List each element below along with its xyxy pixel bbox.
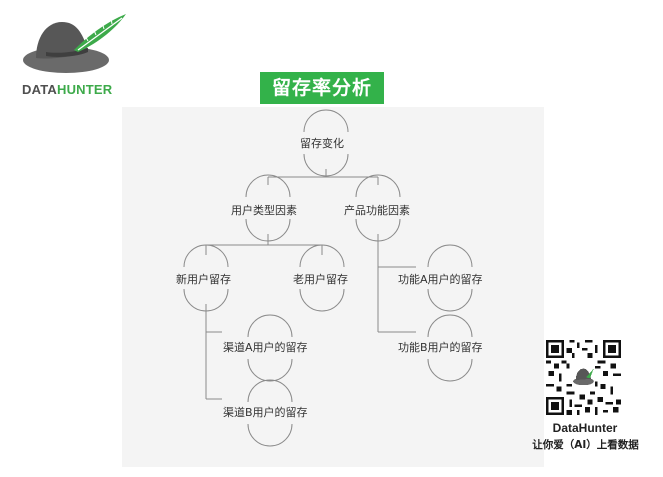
node-feature-a: 功能A用户的留存: [398, 273, 483, 286]
brand-slogan: 让你爱（AI）上看数据: [532, 439, 639, 451]
datahunter-hat-logo-icon: [23, 14, 126, 73]
logo-text-hunter: HUNTER: [56, 82, 113, 97]
node-channel-b: 渠道B用户的留存: [223, 406, 308, 419]
node-user-type: 用户类型因素: [231, 204, 297, 217]
node-channel-a: 渠道A用户的留存: [223, 341, 308, 354]
node-root: 留存变化: [300, 137, 344, 150]
node-old-user: 老用户留存: [293, 273, 348, 286]
node-feature-b: 功能B用户的留存: [398, 341, 483, 354]
brand-name: DataHunter: [552, 421, 618, 435]
logo-text-data: DATA: [22, 82, 57, 97]
mind-map-panel: 留存变化 用户类型因素 产品功能因素 新用户留存 老用户留存 功能A用户的留存 …: [122, 107, 544, 467]
page-title: 留存率分析: [260, 72, 384, 104]
connector-lines: [205, 169, 416, 400]
node-new-user: 新用户留存: [176, 273, 231, 286]
qr-code-icon: [546, 340, 621, 415]
node-product-function: 产品功能因素: [344, 204, 410, 217]
mind-map-connectors: [183, 109, 473, 447]
datahunter-logo-text: DATAHUNTER: [22, 82, 132, 97]
